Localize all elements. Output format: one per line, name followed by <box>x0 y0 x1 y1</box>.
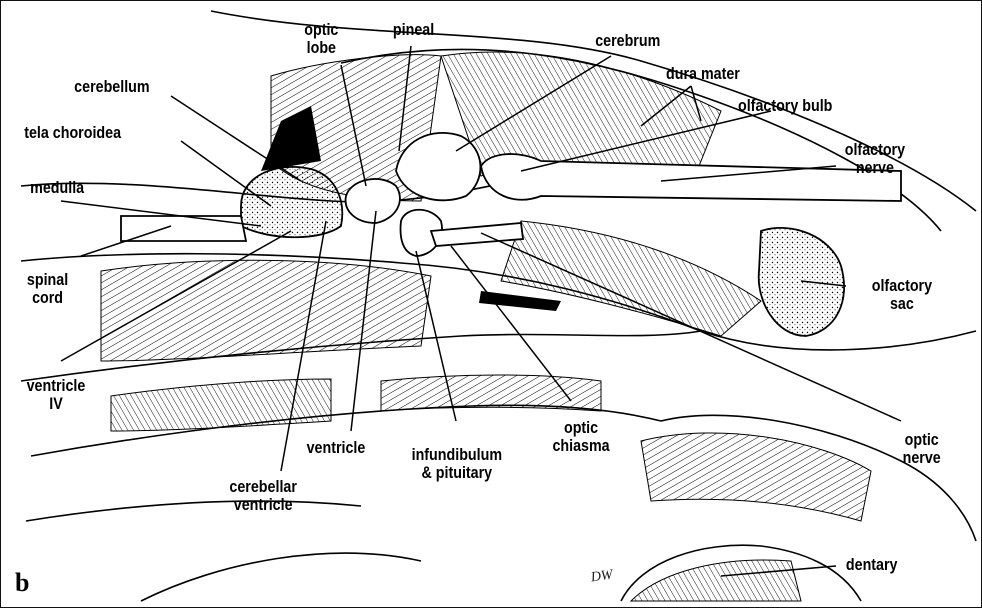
label-tela-choroidea: tela choroidea <box>24 124 121 142</box>
label-dura-mater: dura mater <box>666 65 740 83</box>
label-olfactory-bulb: olfactory bulb <box>738 97 832 115</box>
label-infundibulum-pituitary: infundibulum& pituitary <box>412 446 502 482</box>
panel-letter: b <box>15 568 29 598</box>
bone-hatching <box>101 52 871 601</box>
artist-signature: DW <box>590 568 614 587</box>
label-medulla: medulla <box>30 179 84 197</box>
label-cerebellum: cerebellum <box>74 78 149 96</box>
label-ventricle: ventricle <box>307 439 366 457</box>
label-cerebrum: cerebrum <box>595 32 660 50</box>
label-pineal: pineal <box>393 21 434 39</box>
label-dentary: dentary <box>846 556 898 574</box>
